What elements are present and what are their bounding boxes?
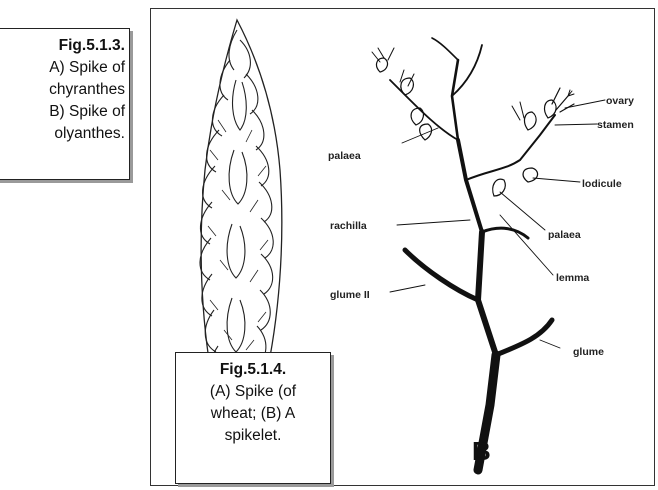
caption-line: B) Spike of [0, 101, 125, 123]
label-palaea-right: palaea [548, 229, 581, 241]
label-lodicule: lodicule [582, 178, 622, 190]
caption-line: spikelet. [180, 425, 326, 447]
label-glume: glume [573, 346, 604, 358]
caption-line: chyranthes [0, 79, 125, 101]
label-glume-ii: glume II [330, 289, 370, 301]
caption-line: A) Spike of [0, 57, 125, 79]
label-rachilla: rachilla [330, 220, 367, 232]
label-stamen: stamen [597, 119, 634, 131]
caption-title: Fig.5.1.3. [0, 35, 125, 57]
spikelet-drawing [372, 38, 605, 470]
caption-title: Fig.5.1.4. [180, 359, 326, 381]
caption-line: wheat; (B) A [180, 403, 326, 425]
caption-line: (A) Spike (of [180, 381, 326, 403]
caption-fig-5-1-4: Fig.5.1.4. (A) Spike (of wheat; (B) A sp… [175, 352, 331, 484]
caption-line: olyanthes. [0, 123, 125, 145]
label-palaea-left: palaea [328, 150, 361, 162]
label-lemma: lemma [556, 272, 589, 284]
caption-fig-5-1-3: Fig.5.1.3. A) Spike of chyranthes B) Spi… [0, 28, 130, 180]
panel-b-letter: B [472, 436, 491, 466]
label-ovary: ovary [606, 95, 634, 107]
